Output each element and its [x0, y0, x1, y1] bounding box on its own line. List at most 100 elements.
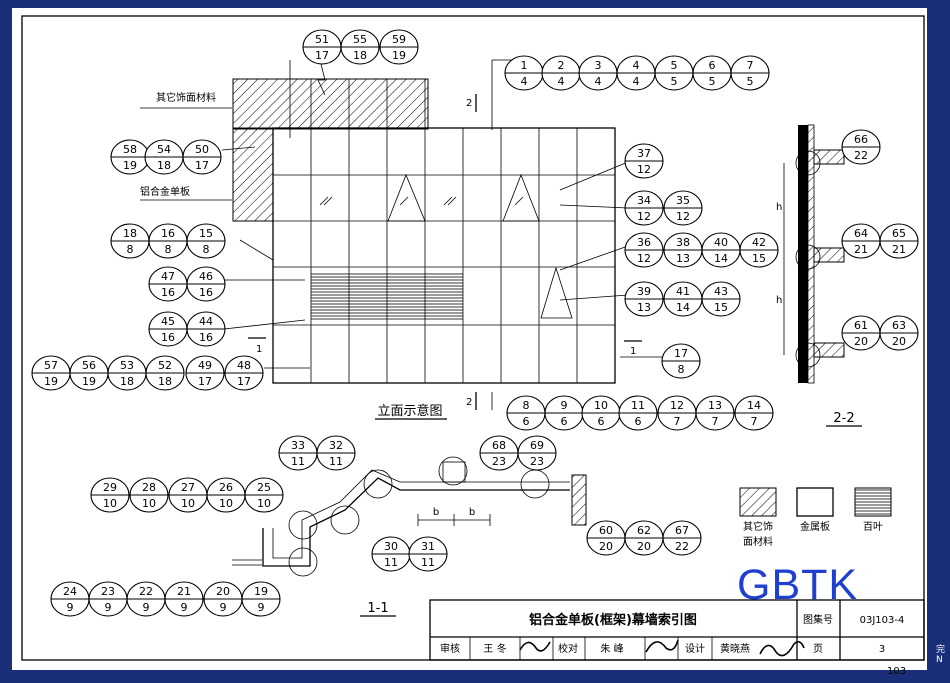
index-callout: 34 — [578, 55, 618, 91]
callout-detail-number: 43 — [714, 285, 728, 298]
callout-detail-number: 50 — [195, 143, 209, 156]
index-callout: 249 — [50, 581, 90, 617]
callout-sheet-number: 11 — [329, 455, 343, 468]
cut-1-right: 1 — [630, 346, 636, 357]
callout-sheet-number: 10 — [103, 497, 117, 510]
callout-detail-number: 2 — [558, 59, 565, 72]
callout-sheet-number: 6 — [635, 415, 642, 428]
review-label: 审核 — [440, 642, 460, 655]
legend: 其它饰 面材料 金属板 百叶 — [739, 487, 892, 548]
index-callout: 127 — [657, 395, 697, 431]
page-number: 103 — [887, 666, 907, 677]
callout-detail-number: 9 — [561, 399, 568, 412]
callout-detail-number: 62 — [637, 524, 651, 537]
callout-detail-number: 60 — [599, 524, 613, 537]
callout-detail-number: 11 — [631, 399, 645, 412]
callout-sheet-number: 20 — [599, 540, 613, 553]
drawing-sheet: 其它饰面材料 铝合金单板 立面示意图 2 2 1 1 h h — [12, 8, 927, 670]
callout-sheet-number: 12 — [637, 252, 651, 265]
callout-sheet-number: 11 — [291, 455, 305, 468]
callout-detail-number: 48 — [237, 359, 251, 372]
section-1-1: b b 1-1 — [232, 456, 587, 617]
callout-sheet-number: 4 — [521, 75, 528, 88]
callout-sheet-number: 21 — [892, 243, 906, 256]
callout-detail-number: 10 — [594, 399, 608, 412]
index-callout: 199 — [241, 581, 281, 617]
callout-sheet-number: 21 — [854, 243, 868, 256]
elevation-view: 其它饰面材料 铝合金单板 立面示意图 2 2 1 1 — [140, 59, 662, 420]
index-callout: 44 — [616, 55, 656, 91]
callout-sheet-number: 7 — [674, 415, 681, 428]
design-name: 黄晓燕 — [720, 642, 750, 655]
index-callout: 24 — [541, 55, 581, 91]
callout-sheet-number: 4 — [558, 75, 565, 88]
callout-sheet-number: 20 — [892, 335, 906, 348]
callout-sheet-number: 6 — [561, 415, 568, 428]
index-callout: 158 — [186, 223, 226, 259]
callout-sheet-number: 18 — [120, 375, 134, 388]
other-material-label: 其它饰面材料 — [156, 91, 216, 104]
callout-sheet-number: 8 — [678, 363, 685, 376]
dim-h-upper: h — [776, 202, 782, 213]
callout-sheet-number: 11 — [384, 556, 398, 569]
callout-sheet-number: 14 — [676, 301, 690, 314]
callout-sheet-number: 9 — [67, 601, 74, 614]
callout-sheet-number: 17 — [237, 375, 251, 388]
index-callout: 65 — [692, 55, 732, 91]
index-callout: 86 — [506, 395, 546, 431]
section-2-2-title: 2-2 — [833, 411, 854, 426]
index-callout: 229 — [126, 581, 166, 617]
elevation-title: 立面示意图 — [377, 403, 442, 419]
callout-detail-number: 45 — [161, 315, 175, 328]
callout-detail-number: 19 — [254, 585, 268, 598]
callout-sheet-number: 15 — [752, 252, 766, 265]
callout-sheet-number: 9 — [143, 601, 150, 614]
callout-sheet-number: 19 — [123, 159, 137, 172]
callout-sheet-number: 10 — [181, 497, 195, 510]
index-callout: 106 — [581, 395, 621, 431]
callout-sheet-number: 7 — [712, 415, 719, 428]
legend-lines-swatch — [854, 487, 892, 517]
callout-sheet-number: 20 — [637, 540, 651, 553]
callout-detail-number: 29 — [103, 481, 117, 494]
callout-sheet-number: 9 — [181, 601, 188, 614]
callout-detail-number: 12 — [670, 399, 684, 412]
callout-detail-number: 66 — [854, 133, 868, 146]
index-callout: 96 — [544, 395, 584, 431]
callout-detail-number: 44 — [199, 315, 213, 328]
cut-2-top: 2 — [466, 98, 472, 109]
callout-detail-number: 34 — [637, 194, 651, 207]
callout-detail-number: 33 — [291, 439, 305, 452]
callout-sheet-number: 18 — [157, 159, 171, 172]
callout-detail-number: 68 — [492, 439, 506, 452]
callout-sheet-number: 10 — [219, 497, 233, 510]
callout-sheet-number: 22 — [854, 149, 868, 162]
callout-detail-number: 47 — [161, 270, 175, 283]
callout-sheet-number: 8 — [165, 243, 172, 256]
callout-sheet-number: 17 — [195, 159, 209, 172]
callout-detail-number: 20 — [216, 585, 230, 598]
callout-detail-number: 64 — [854, 227, 868, 240]
legend-metal-label: 金属板 — [800, 520, 830, 533]
index-callout: 188 — [110, 223, 150, 259]
callout-detail-number: 63 — [892, 319, 906, 332]
